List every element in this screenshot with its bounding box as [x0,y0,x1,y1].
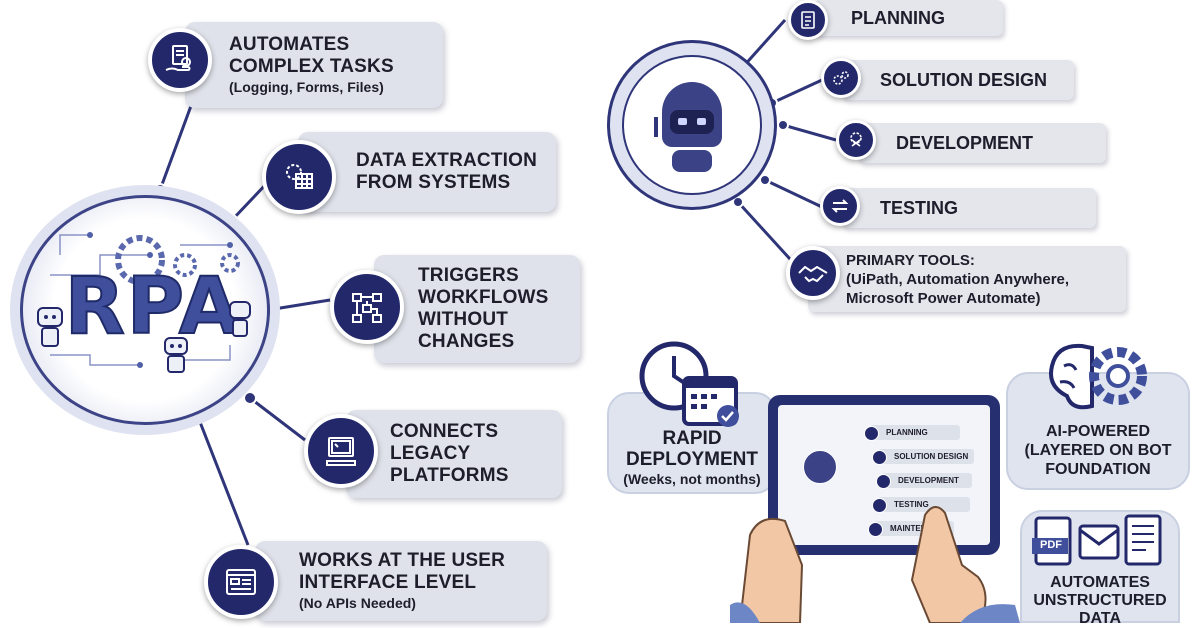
gear-wrench-icon [836,120,876,160]
phase-card-testing: TESTING [842,188,1096,228]
feature-title-line: INTERFACE LEVEL [299,571,477,593]
primary-tools-card: PRIMARY TOOLS: (UiPath, Automation Anywh… [808,246,1126,312]
phase-card-development: DEVELOPMENT [858,123,1106,163]
feature-card-data-extraction: DATA EXTRACTION FROM SYSTEMS [298,132,556,212]
phase-label: SOLUTION DESIGN [880,69,1048,90]
tablet-device: PLANNING SOLUTION DESIGN DEVELOPMENT TES… [768,395,1000,555]
feature-title-line: CHANGES [418,331,515,352]
tablet-item: TESTING [878,497,970,512]
feature-title-line: PLATFORMS [390,465,509,486]
feature-title-line: LEGACY [390,443,471,464]
tablet-dot [872,498,887,513]
tablet-item: DEVELOPMENT [882,473,972,488]
rapid-title-line: DEPLOYMENT [626,449,758,470]
tablet-dot [864,426,879,441]
hand-document-icon [148,28,212,92]
handshake-icon [786,246,840,300]
rpa-logo-text: RPA [64,261,242,353]
unstructured-title-line: AUTOMATES [1050,574,1150,591]
feature-title-line: DATA EXTRACTION [356,150,538,171]
clipboard-icon [788,0,828,40]
tablet-robot-icon [803,450,837,484]
rapid-title-line: RAPID [662,428,722,449]
feature-title-line: CONNECTS [390,421,499,442]
design-gears-icon [821,58,861,98]
feature-card-triggers-workflows: TRIGGERS WORKFLOWS WITHOUT CHANGES [374,255,580,363]
feature-card-automates-tasks: AUTOMATES COMPLEX TASKS (Logging, Forms,… [185,22,443,108]
tablet-dot [876,474,891,489]
ai-title-line: AI-POWERED [1046,423,1150,440]
feature-card-legacy-platforms: CONNECTS LEGACY PLATFORMS [346,410,562,498]
feature-title-line: TRIGGERS [418,265,519,286]
feature-subtitle: (Logging, Forms, Files) [229,78,384,95]
phase-label: DEVELOPMENT [896,132,1034,153]
documents-icon [1032,514,1162,566]
brain-gear-icon [1049,343,1147,410]
gear-table-icon [262,140,336,214]
feature-subtitle: (No APIs Needed) [299,594,416,611]
ai-title-line: FOUNDATION [1045,461,1151,478]
tablet-dot [868,522,883,537]
feature-title-line: WITHOUT [418,309,509,330]
phase-label: PLANNING [851,7,945,28]
hands-illustration [730,506,1020,623]
robot-figures [37,301,251,373]
workflow-icon [330,270,404,344]
phase-label: TESTING [880,197,959,218]
feature-title-line: WORKFLOWS [418,287,549,308]
legacy-computer-icon [304,414,378,488]
phase-card-planning: PLANNING [813,0,1003,36]
robot-head-icon [654,82,722,172]
tools-line: Microsoft Power Automate) [846,289,1041,307]
tools-title: PRIMARY TOOLS: [846,251,975,269]
feature-title-line: FROM SYSTEMS [356,172,511,193]
phase-card-solution-design: SOLUTION DESIGN [842,60,1074,100]
ui-window-icon [204,545,278,619]
clock-calendar-icon [639,341,739,427]
swap-arrows-icon [820,186,860,226]
feature-title-line: COMPLEX TASKS [229,55,394,77]
tablet-item: PLANNING [870,425,960,440]
pdf-label: PDF [1040,539,1062,551]
unstructured-title-line: DATA [1078,610,1122,627]
tablet-dot [872,450,887,465]
rapid-subtitle: (Weeks, not months) [623,471,761,487]
tablet-item: SOLUTION DESIGN [878,449,974,464]
feature-card-ui-level: WORKS AT THE USER INTERFACE LEVEL (No AP… [255,541,547,621]
tools-line: (UiPath, Automation Anywhere, [846,270,1070,288]
feature-title-line: WORKS AT THE USER [299,549,506,571]
unstructured-title-line: UNSTRUCTURED [1033,592,1167,609]
ai-title-line: (LAYERED ON BOT [1024,442,1172,459]
circuit-gears-illustration [50,232,240,368]
tablet-screen: PLANNING SOLUTION DESIGN DEVELOPMENT TES… [778,405,990,545]
feature-title-line: AUTOMATES [229,33,350,55]
